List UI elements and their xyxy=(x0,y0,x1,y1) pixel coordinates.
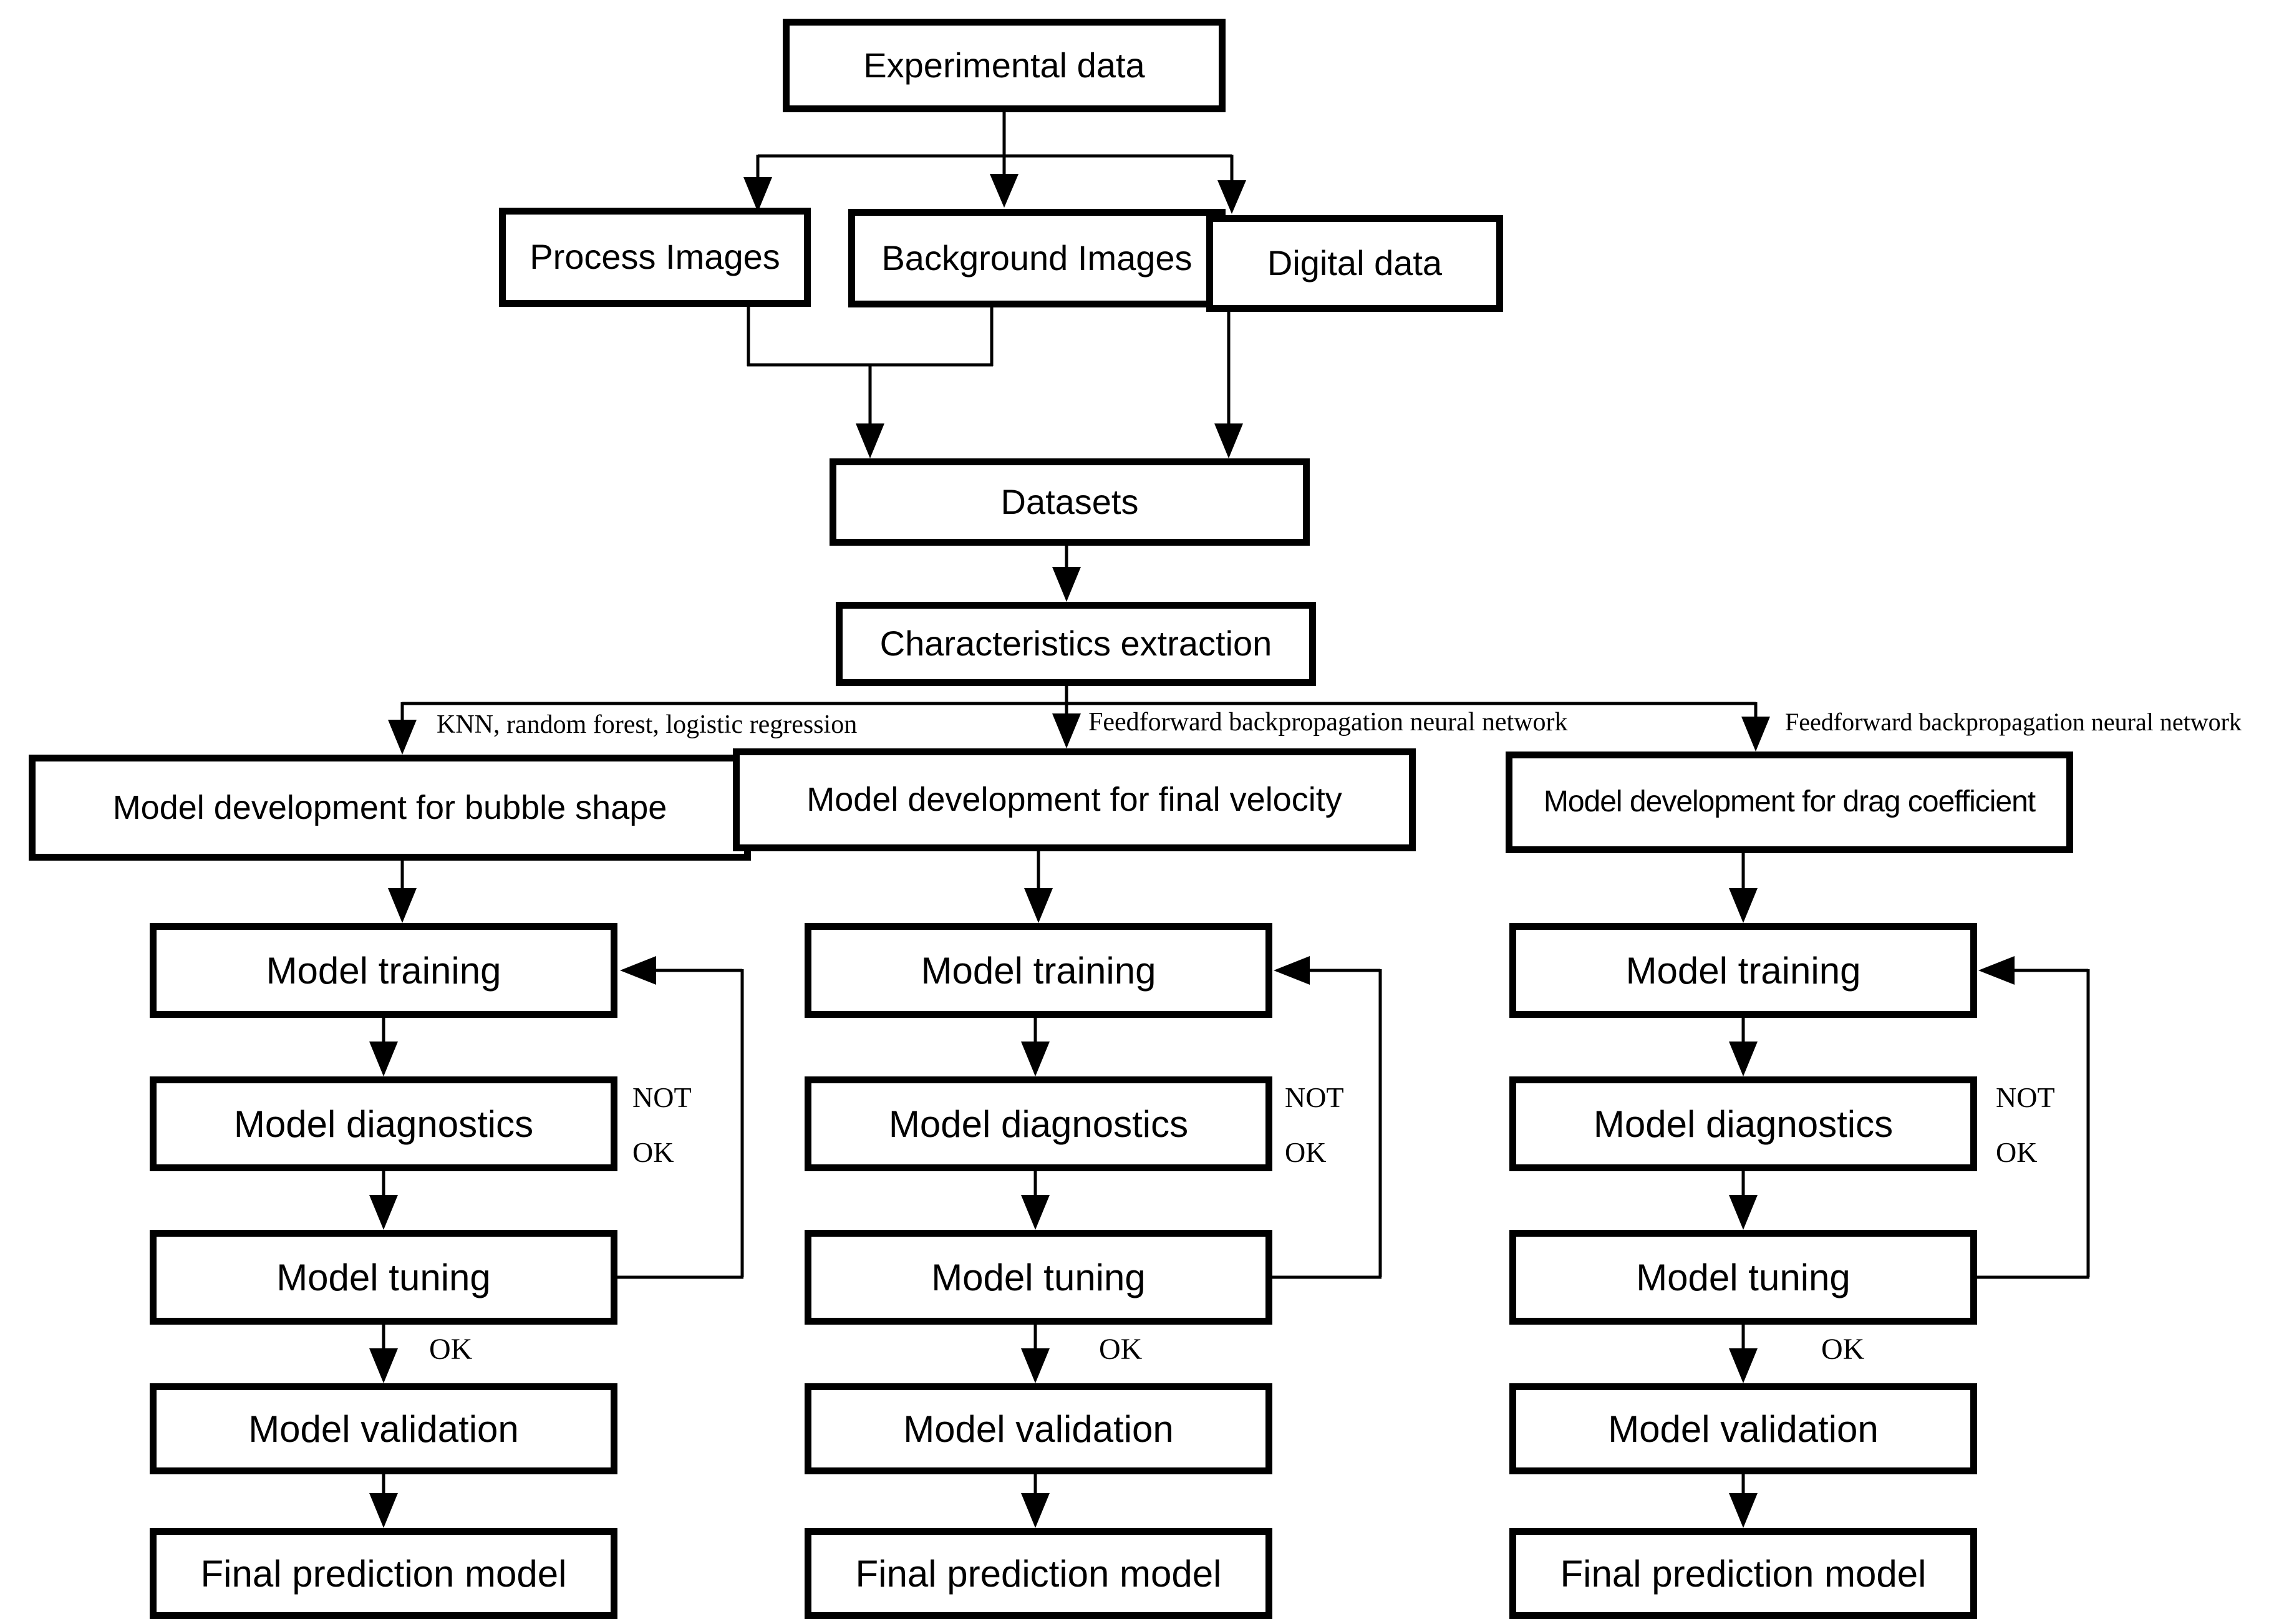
arrow-down-icon xyxy=(388,888,417,923)
arrow-left-icon xyxy=(1274,956,1310,985)
arrow-down-icon xyxy=(369,1493,398,1528)
box-label: Model training xyxy=(921,949,1156,992)
box-label: Model training xyxy=(266,949,501,992)
label-not-ok-col2: NOT OK xyxy=(1285,1081,1344,1168)
box-label: Final prediction model xyxy=(855,1552,1222,1595)
arrow-down-icon xyxy=(1052,713,1081,748)
arrow-down-icon xyxy=(369,1348,398,1383)
connector-feedback-loop-col3 xyxy=(1977,956,2090,1279)
box-label: Model validation xyxy=(1608,1408,1879,1450)
label-method-knn: KNN, random forest, logistic regression xyxy=(437,710,858,739)
arrow-down-icon xyxy=(1729,1042,1758,1076)
box-label: Model development for drag coefficient xyxy=(1543,785,2036,819)
arrow-down-icon xyxy=(369,1042,398,1076)
box-process-images: Process Images xyxy=(499,208,811,307)
box-label: Model development for final velocity xyxy=(806,781,1342,819)
box-label: Model tuning xyxy=(931,1256,1146,1298)
box-label: Model validation xyxy=(903,1408,1174,1450)
box-digital-data: Digital data xyxy=(1206,215,1503,312)
arrow-down-icon xyxy=(856,423,884,458)
box-label: Model diagnostics xyxy=(1593,1103,1894,1145)
arrow-down-icon xyxy=(1021,1493,1050,1528)
arrow-down-icon xyxy=(1021,1042,1050,1076)
arrow-down-icon xyxy=(1217,180,1246,214)
box-label: Model development for bubble shape xyxy=(112,788,667,826)
box-col3-final-prediction-model: Final prediction model xyxy=(1509,1528,1977,1619)
box-col1-model-diagnostics: Model diagnostics xyxy=(150,1076,617,1171)
arrow-down-icon xyxy=(1024,888,1053,923)
box-label: Model training xyxy=(1625,949,1861,992)
box-label: Model diagnostics xyxy=(888,1103,1189,1145)
box-model-development-drag-coefficient: Model development for drag coefficient xyxy=(1506,752,2073,853)
box-characteristics-extraction: Characteristics extraction xyxy=(836,602,1316,686)
box-col1-final-prediction-model: Final prediction model xyxy=(150,1528,617,1619)
arrow-down-icon xyxy=(743,177,772,212)
box-label: Characteristics extraction xyxy=(879,624,1272,664)
arrow-down-icon xyxy=(1021,1195,1050,1230)
box-col2-model-training: Model training xyxy=(805,923,1272,1018)
connector-datasets-to-extraction xyxy=(1052,546,1081,602)
arrow-down-icon xyxy=(1214,423,1243,458)
box-label: Process Images xyxy=(530,237,780,277)
connector-chain-col1 xyxy=(369,1018,398,1528)
box-label: Background Images xyxy=(881,238,1193,278)
arrow-left-icon xyxy=(620,956,656,985)
box-col1-model-validation: Model validation xyxy=(150,1383,617,1474)
arrow-left-icon xyxy=(1978,956,2015,985)
box-model-development-bubble-shape: Model development for bubble shape xyxy=(29,755,751,861)
connector-chain-col3 xyxy=(1729,1018,1758,1528)
box-col3-model-tuning: Model tuning xyxy=(1509,1230,1977,1325)
box-col1-model-training: Model training xyxy=(150,923,617,1018)
connector-extraction-branch-split xyxy=(388,686,1770,755)
arrow-down-icon xyxy=(1729,1348,1758,1383)
label-not-ok-col3: NOT OK xyxy=(1996,1081,2055,1168)
connector-development-to-training xyxy=(388,851,1758,923)
label-ok-col3: OK xyxy=(1821,1333,1865,1366)
box-experimental-data: Experimental data xyxy=(783,19,1226,112)
box-datasets: Datasets xyxy=(830,458,1310,546)
arrow-down-icon xyxy=(1052,567,1081,602)
box-col2-final-prediction-model: Final prediction model xyxy=(805,1528,1272,1619)
arrow-down-icon xyxy=(1741,717,1770,752)
box-label: Final prediction model xyxy=(200,1552,567,1595)
connector-images-merge-to-datasets xyxy=(747,307,994,458)
box-label: Model diagnostics xyxy=(233,1103,534,1145)
arrow-down-icon xyxy=(1729,1195,1758,1230)
label-ok-col2: OK xyxy=(1099,1333,1143,1366)
label-not-ok-col1: NOT OK xyxy=(632,1081,692,1168)
label-method-ffnn-middle: Feedforward backpropagation neural netwo… xyxy=(1088,708,1568,737)
box-label: Datasets xyxy=(1000,481,1139,521)
connector-experimental-to-sources xyxy=(743,112,1246,214)
box-label: Final prediction model xyxy=(1560,1552,1927,1595)
arrow-down-icon xyxy=(388,720,417,755)
box-label: Model tuning xyxy=(276,1256,491,1298)
connector-chain-col2 xyxy=(1021,1018,1050,1528)
box-col2-model-tuning: Model tuning xyxy=(805,1230,1272,1325)
arrow-down-icon xyxy=(1021,1348,1050,1383)
box-label: Experimental data xyxy=(863,45,1145,85)
box-label: Digital data xyxy=(1267,243,1443,283)
box-col3-model-training: Model training xyxy=(1509,923,1977,1018)
arrow-down-icon xyxy=(369,1195,398,1230)
connector-feedback-loop-col1 xyxy=(617,956,744,1279)
box-label: Model tuning xyxy=(1636,1256,1851,1298)
arrow-down-icon xyxy=(1729,1493,1758,1528)
box-background-images: Background Images xyxy=(848,209,1226,307)
box-col2-model-validation: Model validation xyxy=(805,1383,1272,1474)
arrow-down-icon xyxy=(1729,888,1758,923)
arrow-down-icon xyxy=(990,174,1018,208)
label-method-ffnn-right: Feedforward backpropagation neural netwo… xyxy=(1785,708,2242,736)
box-model-development-final-velocity: Model development for final velocity xyxy=(733,748,1416,851)
box-col3-model-validation: Model validation xyxy=(1509,1383,1977,1474)
box-col2-model-diagnostics: Model diagnostics xyxy=(805,1076,1272,1171)
connector-digital-to-datasets xyxy=(1214,312,1243,458)
label-ok-col1: OK xyxy=(429,1333,473,1366)
connector-feedback-loop-col2 xyxy=(1272,956,1382,1279)
box-col3-model-diagnostics: Model diagnostics xyxy=(1509,1076,1977,1171)
box-label: Model validation xyxy=(248,1408,519,1450)
box-col1-model-tuning: Model tuning xyxy=(150,1230,617,1325)
